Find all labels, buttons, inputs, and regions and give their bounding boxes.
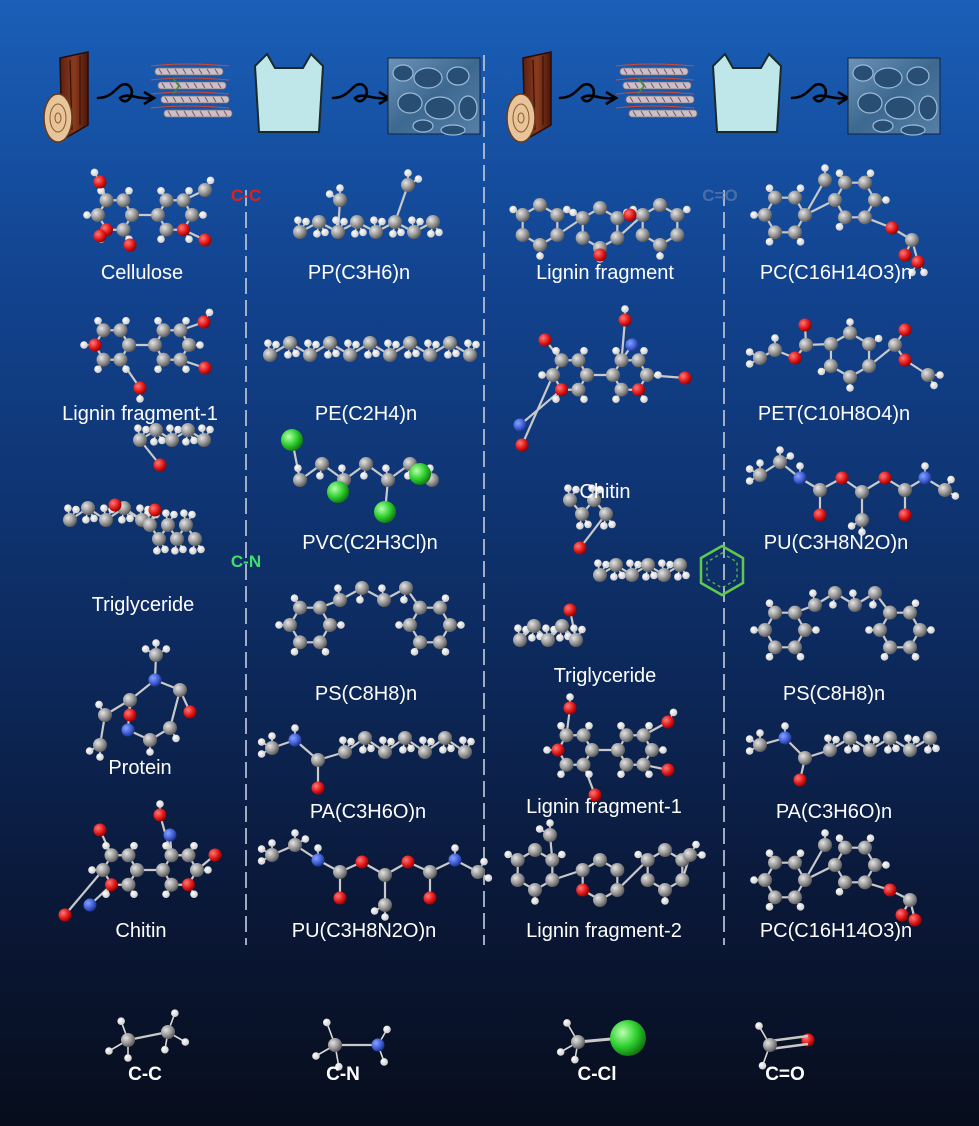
porous-carbon-icon-left bbox=[387, 57, 481, 136]
molecule-labels: Cellulose Lignin fragment-1 Triglyceride… bbox=[62, 262, 912, 942]
molecule-pu-b bbox=[745, 446, 960, 536]
label-pp: PP(C3H6)n bbox=[308, 262, 410, 284]
molecule-pc-a bbox=[750, 164, 928, 277]
molecule-pet bbox=[745, 318, 944, 392]
label-protein: Protein bbox=[108, 757, 171, 779]
co-marker: C=O bbox=[702, 186, 737, 205]
label-pc-b: PC(C16H14O3)n bbox=[760, 920, 912, 942]
molecule-pvc bbox=[281, 429, 439, 523]
bond-legend: C-C C-N C-Cl C=O bbox=[128, 1064, 805, 1085]
label-chitin-a: Chitin bbox=[115, 920, 166, 942]
molecule-ps-a bbox=[275, 581, 465, 656]
molecule-pa-a bbox=[257, 724, 475, 795]
label-chitin-b: Chitin bbox=[579, 481, 630, 503]
label-pu-b: PU(C3H8N2O)n bbox=[764, 532, 908, 554]
legend-cc-label: C-C bbox=[128, 1064, 162, 1085]
label-lignin-fragment-1-a: Lignin fragment-1 bbox=[62, 403, 218, 425]
legend-co-molecule bbox=[755, 1022, 815, 1070]
molecule-lignin-fragment bbox=[509, 198, 691, 263]
curly-arrow-icon-2 bbox=[331, 82, 392, 106]
label-ps-a: PS(C8H8)n bbox=[315, 683, 417, 705]
molecule-pc-b bbox=[750, 829, 922, 927]
legend-ccl-molecule bbox=[556, 1019, 646, 1064]
chlorine-atom bbox=[610, 1020, 646, 1056]
legend-cn-molecule bbox=[312, 1018, 391, 1071]
label-cellulose: Cellulose bbox=[101, 262, 183, 284]
label-pa-b: PA(C3H6O)n bbox=[776, 801, 892, 823]
curly-arrow-icon-1 bbox=[96, 82, 157, 106]
molecule-structures bbox=[58, 164, 960, 1071]
column-dividers bbox=[245, 55, 725, 945]
label-ps-b: PS(C8H8)n bbox=[783, 683, 885, 705]
label-pvc: PVC(C2H3Cl)n bbox=[302, 532, 438, 554]
wood-log-icon-left bbox=[43, 51, 89, 143]
cc-marker: C-C bbox=[231, 186, 261, 205]
molecule-chitin-a bbox=[58, 800, 222, 922]
label-lignin-fragment: Lignin fragment bbox=[536, 262, 674, 284]
molecule-ps-b bbox=[750, 586, 935, 661]
molecule-lignin-fragment-2 bbox=[504, 819, 706, 907]
label-lignin-fragment-1-b: Lignin fragment-1 bbox=[526, 796, 682, 818]
curly-arrow-icon-4 bbox=[790, 82, 851, 106]
label-pe: PE(C2H4)n bbox=[315, 403, 417, 425]
legend-cc-molecule bbox=[105, 1009, 190, 1062]
label-triglyceride-a: Triglyceride bbox=[92, 594, 195, 616]
molecule-cellulose bbox=[83, 168, 215, 252]
label-lignin-fragment-2: Lignin fragment-2 bbox=[526, 920, 682, 942]
label-pa-a: PA(C3H6O)n bbox=[310, 801, 426, 823]
label-pu-a: PU(C3H8N2O)n bbox=[292, 920, 436, 942]
legend-co-label: C=O bbox=[765, 1064, 805, 1085]
plastic-bag-icon-right bbox=[711, 52, 783, 133]
molecule-protein bbox=[85, 639, 197, 761]
wood-log-icon-right bbox=[506, 51, 552, 143]
plastic-bag-icon-left bbox=[253, 52, 325, 133]
legend-cn-label: C-N bbox=[326, 1064, 360, 1085]
bond-markers: C-C C-N C=O bbox=[231, 186, 745, 597]
molecule-pe bbox=[263, 336, 480, 362]
porous-carbon-icon-right bbox=[847, 57, 941, 136]
process-illustration bbox=[43, 51, 941, 143]
lignocellulose-fibers-icon-right bbox=[615, 63, 698, 118]
label-pet: PET(C10H8O4)n bbox=[758, 403, 910, 425]
molecule-lignin-fragment-1-a bbox=[80, 308, 214, 403]
molecule-triglyceride-b bbox=[513, 484, 690, 647]
legend-ccl-label: C-Cl bbox=[577, 1064, 616, 1085]
label-triglyceride-b: Triglyceride bbox=[554, 665, 657, 687]
molecule-lignin-fragment-1-b bbox=[543, 693, 678, 802]
cn-marker: C-N bbox=[231, 552, 261, 571]
label-pc-a: PC(C16H14O3)n bbox=[760, 262, 912, 284]
molecule-pp bbox=[293, 169, 443, 239]
molecule-triglyceride-a bbox=[63, 423, 214, 555]
benzene-ring-icon bbox=[699, 544, 745, 597]
molecule-chitin-b bbox=[513, 305, 692, 452]
molecule-pa-b bbox=[745, 722, 940, 787]
molecule-pu-a bbox=[257, 829, 493, 921]
lignocellulose-fibers-icon-left bbox=[150, 63, 233, 118]
curly-arrow-icon-3 bbox=[558, 82, 619, 106]
